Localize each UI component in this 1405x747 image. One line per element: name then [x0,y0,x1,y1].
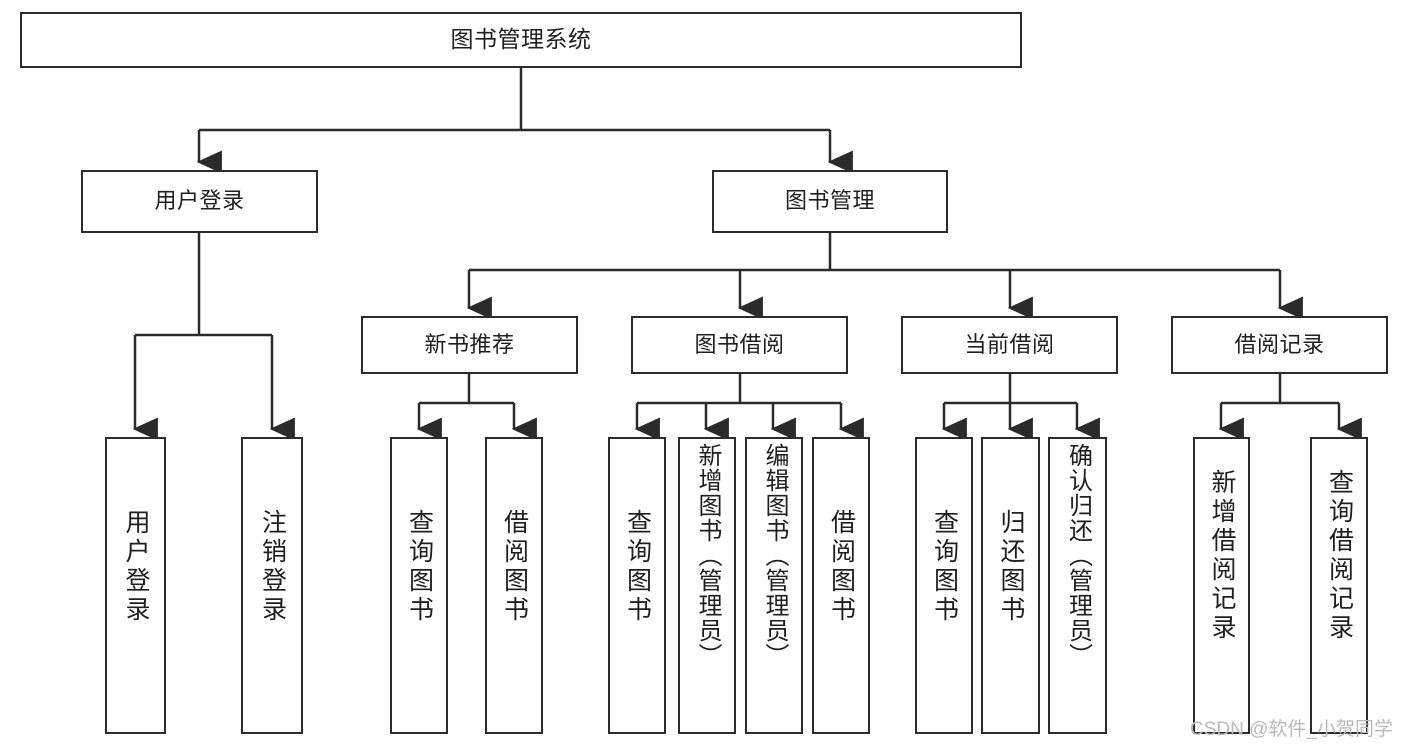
node-label: 借阅记录 [1234,331,1325,357]
node-label: 新增图书（管理员） [694,443,721,668]
node-root-system[interactable]: 图书管理系统 [20,12,1022,68]
node-label: 注销登录 [258,509,287,625]
node-borrow-record[interactable]: 借阅记录 [1171,316,1388,374]
leaf-query-book-recommend[interactable]: 查询图书 [390,437,448,734]
node-label: 借阅图书 [827,509,856,625]
leaf-borrow-book-recommend[interactable]: 借阅图书 [485,437,543,734]
node-label: 当前借阅 [964,331,1055,357]
node-book-borrow[interactable]: 图书借阅 [631,316,848,374]
node-label: 图书管理系统 [450,26,592,53]
leaf-add-borrow-record[interactable]: 新增借阅记录 [1193,437,1250,734]
node-label: 用户登录 [122,509,150,625]
leaf-confirm-return-admin[interactable]: 确认归还（管理员） [1048,437,1107,734]
leaf-borrow-book[interactable]: 借阅图书 [812,437,870,734]
csdn-watermark: CSDN @软件_小贺同学 [1190,719,1393,740]
node-label: 确认归还（管理员） [1064,443,1092,668]
leaf-query-book-current[interactable]: 查询图书 [915,437,973,734]
node-label: 图书管理 [784,188,875,214]
leaf-user-login[interactable]: 用户登录 [105,437,166,734]
leaf-add-book-admin[interactable]: 新增图书（管理员） [678,437,736,734]
node-label: 新书推荐 [424,331,515,357]
node-label: 查询图书 [623,509,652,625]
leaf-query-borrow-record[interactable]: 查询借阅记录 [1310,437,1368,734]
node-label: 归还图书 [997,509,1025,625]
node-label: 新增借阅记录 [1208,469,1236,643]
leaf-edit-book-admin[interactable]: 编辑图书（管理员） [745,437,803,734]
node-label: 查询借阅记录 [1325,469,1354,643]
node-label: 借阅图书 [500,509,529,625]
node-label: 用户登录 [154,188,245,214]
node-label: 图书借阅 [694,331,785,357]
leaf-user-logout[interactable]: 注销登录 [241,437,303,734]
node-label: 编辑图书（管理员） [761,443,788,668]
node-label: 查询图书 [405,509,434,625]
node-new-book-recommend[interactable]: 新书推荐 [361,316,578,374]
leaf-query-book-borrow[interactable]: 查询图书 [608,437,666,734]
leaf-return-book[interactable]: 归还图书 [981,437,1040,734]
node-book-management[interactable]: 图书管理 [712,170,948,233]
node-current-borrow[interactable]: 当前借阅 [901,316,1118,374]
node-user-login[interactable]: 用户登录 [81,170,318,233]
node-label: 查询图书 [930,509,959,625]
